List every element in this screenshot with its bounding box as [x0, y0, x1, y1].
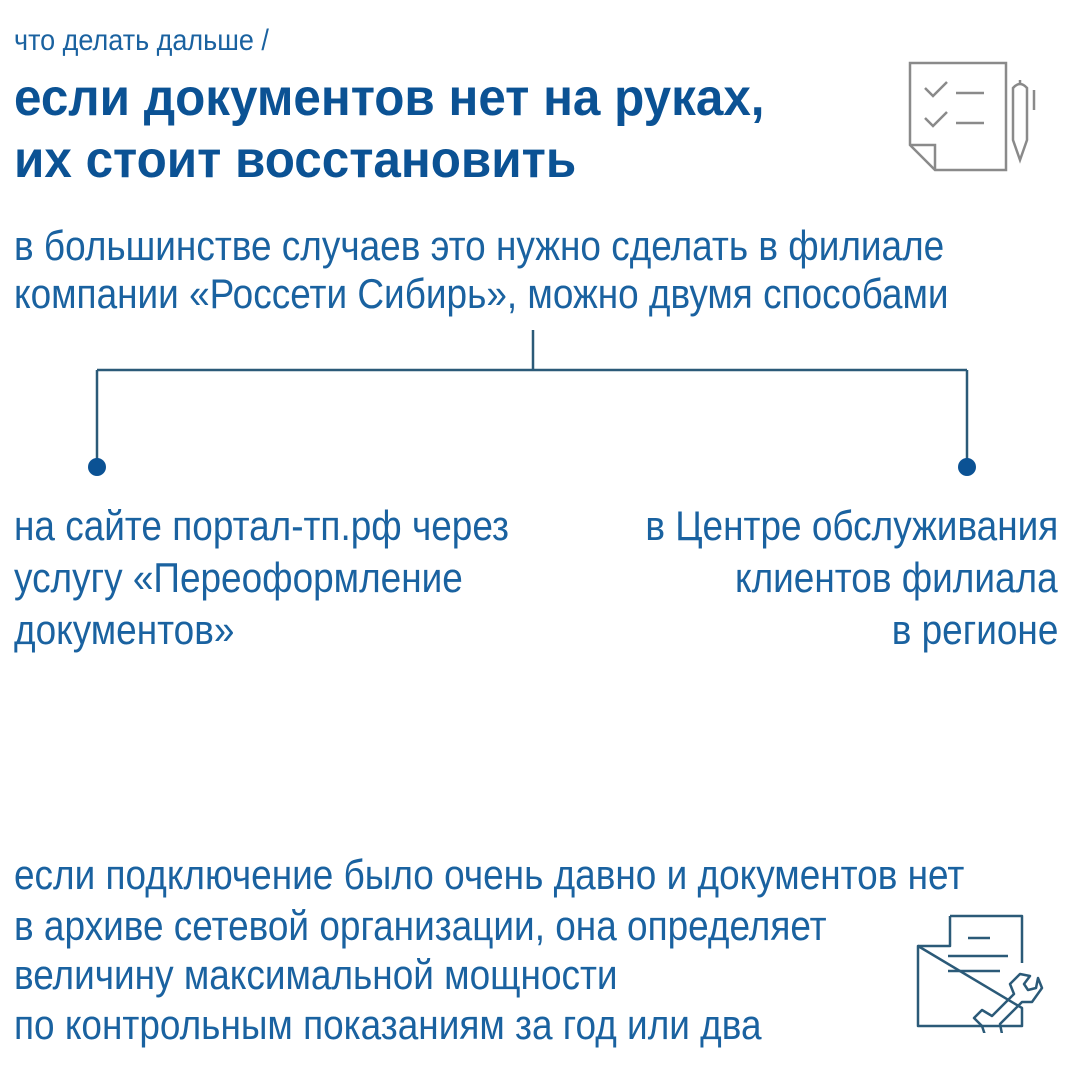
right-branch-dot: [958, 458, 976, 476]
option-left-line-2: услугу «Переоформление: [14, 554, 463, 601]
branch-connector: [88, 330, 976, 476]
checklist-pen-icon: [908, 61, 1036, 172]
note-line-1: если подключение было очень давно и доку…: [14, 851, 965, 898]
note-line-2: в архиве сетевой организации, она опреде…: [14, 902, 827, 949]
intro-line-1: в большинстве случаев это нужно сделать …: [14, 222, 945, 269]
option-left-line-1: на сайте портал-тп.рф через: [14, 502, 510, 549]
subtitle: что делать дальше /: [14, 24, 269, 57]
option-right-line-2: клиентов филиала: [735, 554, 1058, 601]
left-branch-dot: [88, 458, 106, 476]
page-title-line-1: если документов нет на руках,: [14, 69, 765, 127]
option-right-line-1: в Центре обслуживания: [645, 502, 1058, 549]
option-left-line-3: документов»: [14, 606, 235, 653]
page-title-line-2: их стоит восстановить: [14, 131, 577, 189]
document-wrench-icon: [916, 914, 1044, 1033]
note-line-4: по контрольным показаниям за год или два: [14, 1001, 762, 1048]
note-line-3: величину максимальной мощности: [14, 951, 618, 998]
option-right-line-3: в регионе: [891, 606, 1058, 653]
intro-line-2: компании «Россети Сибирь», можно двумя с…: [14, 270, 949, 317]
